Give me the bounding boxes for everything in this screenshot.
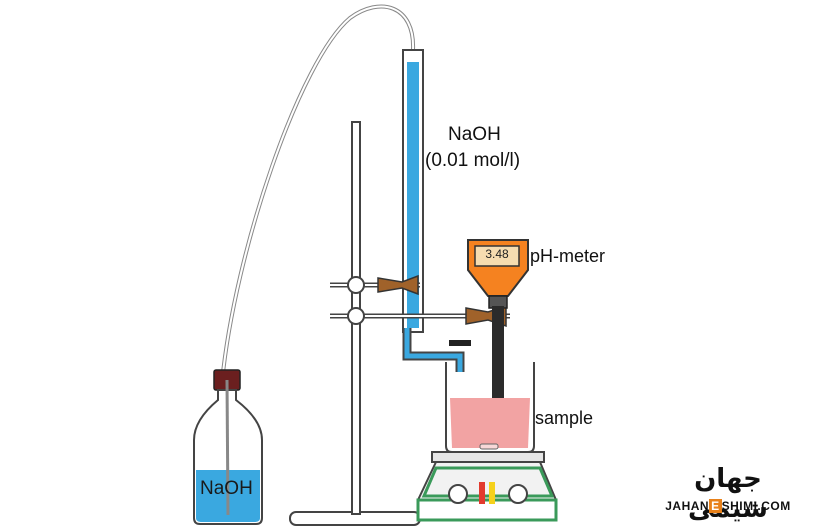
ph-meter-display <box>474 245 520 267</box>
bottle-dip-tube <box>225 379 230 516</box>
logo-highlight: E <box>709 499 722 513</box>
ph-meter-label: pH-meter <box>530 246 606 266</box>
ph-electrode <box>492 306 504 418</box>
stirrer-speed-dial <box>448 484 468 504</box>
upper-clamp-knob <box>347 276 365 294</box>
stirrer-indicator-red <box>479 482 485 504</box>
stirrer-heat-dial <box>508 484 528 504</box>
stirrer-indicator-yellow <box>489 482 495 504</box>
bottle-label: NaOH <box>200 478 253 499</box>
stir-bar <box>479 443 499 450</box>
stirrer-plate <box>431 451 545 463</box>
burette-outlet-tube <box>402 328 465 372</box>
burette-liquid <box>407 62 419 328</box>
logo-persian-text: جهان شیمی <box>688 464 768 524</box>
sample-label: sample <box>535 408 594 428</box>
burette-reagent-label: NaOH <box>448 124 501 145</box>
burette-concentration-label: (0.01 mol/l) <box>425 150 521 171</box>
logo-suffix: SHIMI.COM <box>721 499 791 513</box>
ph-reading: 3.48 <box>485 247 509 261</box>
stirrer-base <box>416 498 558 522</box>
upper-clamp-jaw <box>377 274 419 296</box>
outlet-valve <box>449 340 471 346</box>
lower-clamp-knob <box>347 307 365 325</box>
beaker-liquid <box>450 398 530 448</box>
logo-prefix: JAHAN <box>665 499 710 513</box>
